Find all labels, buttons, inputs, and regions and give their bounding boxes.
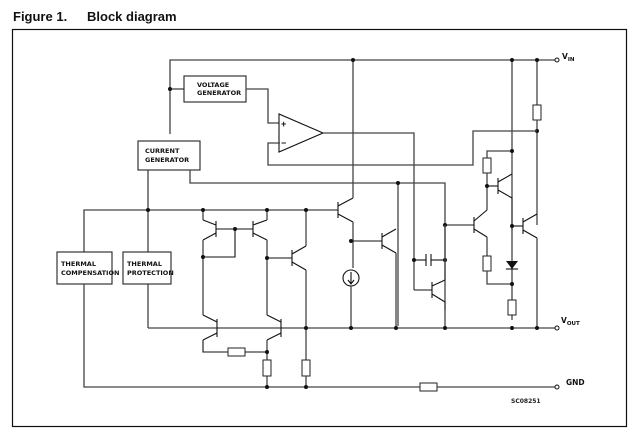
vin-label: VIN (562, 52, 575, 63)
vin-terminal (554, 57, 560, 63)
error-amplifier: + − (278, 113, 325, 153)
diode-icon (506, 261, 518, 269)
resistor-r6 (482, 255, 492, 272)
resistor-r3 (262, 359, 272, 377)
compensation-stage (412, 223, 474, 330)
driver-transistor (267, 208, 311, 389)
vin-rail: VIN (169, 52, 575, 320)
gnd-terminal (554, 384, 560, 390)
vout-terminal (554, 325, 560, 331)
gnd-label: GND (566, 378, 585, 387)
current-generator-label-2: GENERATOR (145, 156, 189, 164)
vout-label: VOUT (561, 316, 580, 327)
figure-number: Figure 1. (13, 9, 68, 24)
figure-caption: Block diagram (87, 9, 177, 24)
voltage-generator-label-1: VOLTAGE (197, 81, 229, 89)
drawing-code: SC08251 (511, 398, 541, 405)
thermal-compensation-label-2: COMPENSATION (61, 269, 119, 277)
voltage-generator-label-2: GENERATOR (197, 89, 241, 97)
thermal-protection-label-2: PROTECTION (127, 269, 174, 277)
diagram-frame (11, 28, 628, 428)
resistor-r4 (301, 359, 311, 377)
buffer-stage (335, 193, 398, 330)
resistor-r2 (227, 347, 246, 357)
output-stage (473, 149, 539, 330)
figure-title: Figure 1. Block diagram (13, 9, 177, 24)
thermal-compensation-block (56, 251, 113, 285)
current-generator-block (137, 140, 201, 171)
thermal-protection-block (122, 251, 172, 285)
resistor-r5 (482, 157, 492, 174)
opamp-minus-label: − (281, 138, 286, 148)
current-generator-label-1: CURRENT (145, 147, 180, 155)
resistor-gnd (419, 382, 438, 392)
current-mirror (201, 208, 269, 315)
thermal-protection-label-1: THERMAL (127, 260, 162, 268)
opamp-plus-label: + (281, 119, 286, 129)
resistor-r7 (507, 299, 517, 316)
differential-pair (202, 314, 282, 389)
thermal-compensation-label-1: THERMAL (61, 260, 96, 268)
resistor-r1 (532, 104, 542, 121)
